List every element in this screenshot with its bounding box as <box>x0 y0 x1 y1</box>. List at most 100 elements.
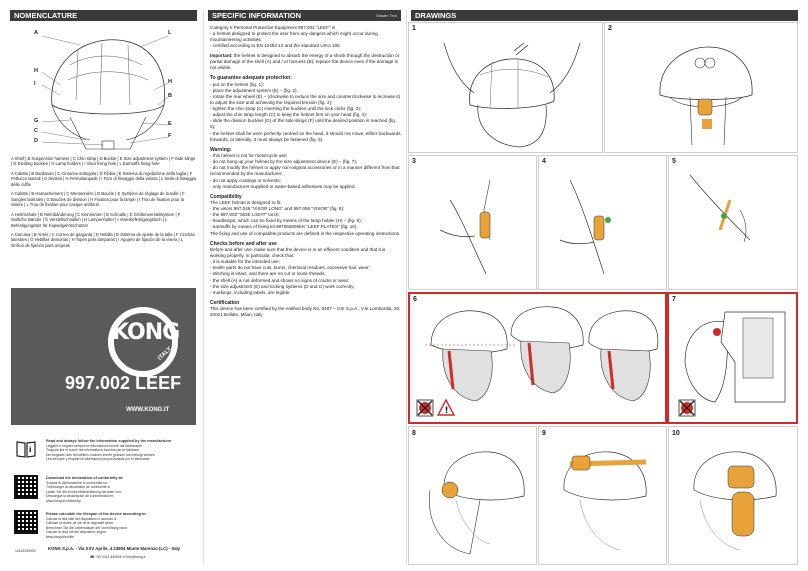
figure-panel-1 <box>408 22 603 153</box>
letter-label: D <box>34 138 38 144</box>
letter-label: I <box>34 81 36 87</box>
figure-panel-7 <box>667 292 798 424</box>
letter-label: B <box>168 93 172 99</box>
nomenclature-header: NOMENCLATURE <box>10 10 197 21</box>
list-item: - do not hang up your helmet by the size… <box>210 159 358 165</box>
no-hanging-icon <box>678 399 696 417</box>
no-motorcycle-icon <box>416 399 434 417</box>
nomenclature-title: NOMENCLATURE <box>14 11 78 20</box>
figure-panel-10 <box>668 426 798 565</box>
legend-fr: A Calotte | B Harnachement | C Mentonniè… <box>11 191 185 208</box>
list-item: - the 997.003 “SIDE LIGHT” torch; <box>210 212 280 218</box>
manual-note-line: Lea siempre y respete la información pro… <box>46 457 150 462</box>
list-item: - do not apply coatings or solvents; <box>210 177 281 183</box>
list-item: The LEEF helmet is designed to fit: <box>210 200 282 206</box>
column-divider <box>203 10 204 565</box>
product-model: 997.002 LEEF <box>65 373 182 393</box>
figure-number: 6 <box>413 296 417 303</box>
figure-number: 8 <box>412 430 416 437</box>
conformity-note-title: Download the declaration of conformity a… <box>46 476 124 480</box>
section-list: Before and after use, make sure that the… <box>210 247 402 296</box>
list-item: - this helmet is not for motorcycle use; <box>210 153 288 159</box>
legend-en: A Shell | B Suspension harness | C Chin … <box>11 156 196 167</box>
lifespan-url[interactable]: www.kong.it/en/life <box>46 534 75 539</box>
figure-number: 2 <box>608 25 612 32</box>
letter-label: A <box>34 30 38 36</box>
list-item: This device has been certified by the no… <box>210 306 401 318</box>
email-icon: ✉ <box>122 555 127 559</box>
figure-2-illustration <box>659 46 753 146</box>
lifespan-qr-code[interactable] <box>14 510 38 534</box>
lifespan-note-line: Berechnen Sie die Lebensdauer der Vorric… <box>46 525 128 530</box>
important-text: the helmet is designed to absorb the ene… <box>210 53 400 71</box>
section-list: This device has been certified by the no… <box>210 306 402 318</box>
lifespan-note-line: Calcola la vita utile del dispositivo in… <box>46 516 117 521</box>
list-item: - the size adjustment (E) and locking sy… <box>210 283 355 289</box>
section-title: Certification <box>210 299 240 306</box>
figure-3-illustration <box>439 179 491 275</box>
letter-label: C <box>34 128 38 134</box>
spec-intro: - certified according to EN 12492:12 and… <box>210 43 342 49</box>
spec-intro: Category II Personal Protective Equipmen… <box>210 25 336 30</box>
letter-label: L <box>168 30 172 36</box>
conformity-note-line: Laden Sie die Konformitätserklärung heru… <box>46 489 122 494</box>
figure-number: 9 <box>542 430 546 437</box>
manual-note-title: Read and always follow the information s… <box>46 439 172 443</box>
figure-number: 1 <box>412 25 416 32</box>
phone-number: +39 0341 630506 <box>95 555 122 559</box>
list-item: - it is suitable for the intended use; <box>210 259 280 265</box>
list-item: - the visors 997.046 “VISOR LONG” and 99… <box>210 206 345 212</box>
important-label: Important: <box>210 53 233 59</box>
list-item: - tighten the chin strap (C) inserting t… <box>210 106 362 112</box>
email-address[interactable]: info@kong.it <box>126 555 146 559</box>
legend-it: A Calotta | B Bardatura | C Cinturino so… <box>11 170 197 187</box>
specific-information-title: SPECIFIC INFORMATION <box>212 11 302 20</box>
legend-de: A Helmschale | B Helmbänderung | C Kinnr… <box>11 211 181 228</box>
manual-note-line: Die Angaben des Herstellers müssen immer… <box>46 452 155 457</box>
helmet-nomenclature-diagram <box>41 35 169 150</box>
section-list: - put on the helmet (fig. 1); - place th… <box>210 82 402 143</box>
letter-label: F <box>168 133 172 139</box>
brand-url: WWW.KONG.IT <box>126 407 170 413</box>
conformity-url[interactable]: www.kong.it/conformity <box>46 498 81 503</box>
manual-note-line: Leggere e seguire sempre le informazioni… <box>46 443 142 448</box>
specific-information-body: Category II Personal Protective Equipmen… <box>210 25 402 318</box>
list-item: - markings, including labels, are legibl… <box>210 289 291 295</box>
lifespan-note-line: Calculer la durée de vie de le dispositi… <box>46 521 115 526</box>
figure-4-illustration <box>559 179 611 275</box>
conformity-note-line: Télécharger la déclaration de conformité… <box>46 485 111 490</box>
figure-panel-4 <box>538 155 667 290</box>
figure-5-illustration <box>689 174 751 243</box>
letter-label: G <box>34 118 39 124</box>
figure-9-illustration <box>563 451 647 551</box>
list-item: - rotate the rear wheel (E) – (clockwise… <box>210 94 401 106</box>
svg-text:!: ! <box>445 406 449 416</box>
column-divider <box>406 10 407 565</box>
figure-1-illustration <box>443 42 581 148</box>
figure-7-illustration <box>684 311 786 403</box>
list-item: - only manufacturer-supplied or water-ba… <box>210 183 356 189</box>
conformity-qr-code[interactable] <box>14 475 38 499</box>
figure-number: 10 <box>672 430 680 437</box>
letter-label: H <box>168 79 172 85</box>
book-icon: i <box>16 441 36 458</box>
list-item: - put on the helmet (fig. 1); <box>210 82 264 88</box>
figure-panel-3 <box>408 155 537 290</box>
figure-10-illustration <box>693 451 777 551</box>
figure-number: 7 <box>672 296 676 303</box>
section-title: Warning: <box>210 146 232 153</box>
figure-8-illustration <box>429 451 525 555</box>
figure-panel-5 <box>668 155 798 290</box>
section-title: To guarantee adequate protection: <box>210 75 292 82</box>
list-item: The fixing and use of compatible product… <box>210 230 401 236</box>
list-item: - earmuffs by means of fixing kit 997002… <box>210 224 358 230</box>
list-item: Before and after use, make sure that the… <box>210 247 386 259</box>
document-code: 11610339003 <box>15 549 36 553</box>
figure-6-illustration <box>425 306 659 402</box>
important-paragraph: Important: the helmet is designed to abs… <box>210 53 402 71</box>
drawings-header: DRAWINGS <box>411 10 798 21</box>
letter-label: H <box>34 68 38 74</box>
list-item: - the helmet shall be worn perfectly cen… <box>210 130 402 142</box>
lifespan-note: Please calculate the lifespan of the dev… <box>46 512 196 539</box>
lifespan-note-line: Calcule la vida útil del dispositivo seg… <box>46 530 107 535</box>
